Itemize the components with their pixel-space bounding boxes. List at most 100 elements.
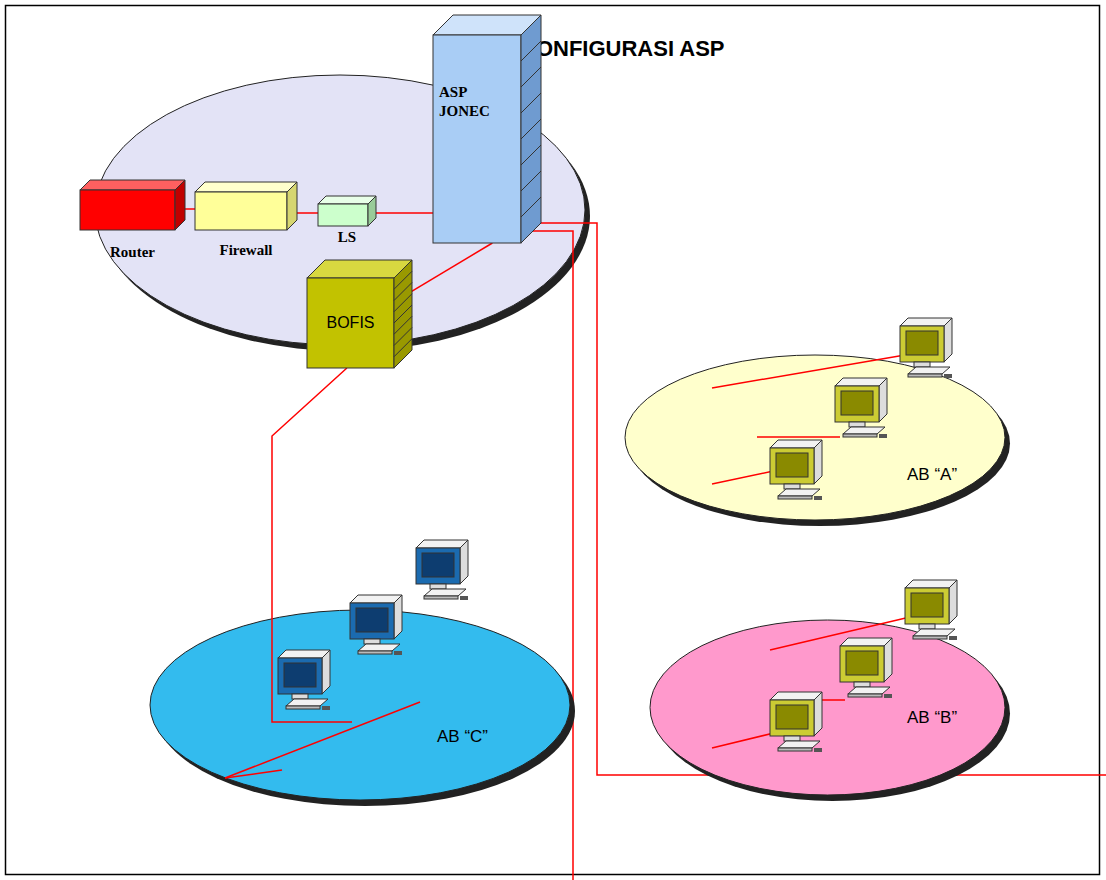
- branch-region-outline: [625, 355, 1005, 520]
- server-slot: [394, 271, 412, 289]
- computer-icon: [770, 440, 822, 500]
- shape-top: [80, 180, 185, 190]
- monitor-side: [879, 378, 887, 422]
- network-link: [185, 208, 195, 210]
- node-label: Router: [110, 244, 155, 261]
- keyboard-edge: [286, 706, 320, 709]
- monitor-front: [350, 603, 394, 639]
- server-slot: [394, 294, 412, 312]
- lan-wire: [225, 702, 420, 778]
- keyboard-edge: [358, 651, 392, 654]
- router-box: Router: [80, 180, 185, 230]
- branch-region-outline: [650, 620, 1005, 795]
- node-label: BOFIS: [307, 278, 394, 368]
- monitor-top: [900, 318, 952, 326]
- monitor-screen: [846, 651, 878, 675]
- mouse: [949, 636, 957, 640]
- keyboard-edge: [778, 748, 812, 751]
- monitor-top: [905, 580, 957, 588]
- mouse: [322, 706, 330, 710]
- shape-front: [433, 35, 521, 243]
- monitor-stand: [919, 624, 935, 629]
- branch-region: AB “C”: [150, 610, 570, 800]
- monitor-side: [394, 595, 402, 639]
- monitor-top: [770, 440, 822, 448]
- server-slot: [521, 67, 541, 87]
- keyboard: [358, 644, 400, 651]
- monitor-stand: [784, 736, 800, 741]
- lan-wire: [225, 770, 282, 778]
- monitor-screen: [906, 331, 938, 355]
- diagram-title: KONFIGURASI ASP: [520, 36, 725, 62]
- monitor-front: [770, 448, 814, 484]
- lan-wire: [712, 470, 778, 484]
- monitor-screen: [356, 608, 388, 632]
- lan-wire: [757, 436, 840, 438]
- keyboard: [848, 687, 890, 694]
- region-fill: [650, 620, 1005, 795]
- shape-side: [394, 260, 412, 368]
- shape-front: [195, 192, 287, 230]
- node-label: ASP JONEC: [439, 83, 513, 121]
- computer-icon: [840, 638, 892, 698]
- keyboard: [286, 699, 328, 706]
- mouse: [814, 496, 822, 500]
- branch-region-outline: [150, 610, 570, 800]
- server-slot: [394, 339, 412, 357]
- bofis-server: BOFIS: [307, 260, 412, 368]
- lan-wire: [712, 355, 905, 388]
- router-box-outline: [80, 180, 185, 230]
- server-slot: [394, 316, 412, 334]
- server-slot: [394, 283, 412, 301]
- monitor-front: [835, 386, 879, 422]
- region-fill: [625, 355, 1005, 520]
- monitor-stand: [430, 584, 446, 589]
- branch-region: AB “A”BOFIS: [625, 355, 1005, 520]
- asp-server-outline: [433, 15, 541, 243]
- computer-icon: [770, 692, 822, 752]
- keyboard-edge: [843, 434, 877, 437]
- computer-icon: [350, 595, 402, 655]
- mouse: [394, 651, 402, 655]
- branch-region: AB “B”BOFIS: [650, 620, 1005, 795]
- network-link: [376, 212, 433, 214]
- mouse: [814, 748, 822, 752]
- monitor-screen: [776, 453, 808, 477]
- computer-icon: [900, 318, 952, 378]
- ls-box: LS: [318, 196, 376, 226]
- mouse: [944, 374, 952, 378]
- keyboard: [908, 367, 950, 374]
- computer-icon: [905, 580, 957, 640]
- monitor-screen: [911, 593, 943, 617]
- keyboard-edge: [913, 636, 947, 639]
- shape-side: [368, 196, 376, 226]
- keyboard-edge: [848, 694, 882, 697]
- ls-box-outline: [318, 196, 376, 226]
- server-slot: [521, 171, 541, 191]
- node-label: Firewall: [219, 242, 272, 259]
- monitor-screen: [776, 705, 808, 729]
- frame: [6, 6, 1100, 875]
- monitor-screen: [284, 663, 316, 687]
- monitor-side: [814, 692, 822, 736]
- keyboard-edge: [424, 596, 458, 599]
- monitor-side: [884, 638, 892, 682]
- lan-wire: [272, 610, 352, 722]
- node-label: AB “C”: [437, 727, 488, 747]
- server-slot: [394, 328, 412, 346]
- monitor-side: [949, 580, 957, 624]
- node-label: LS: [338, 229, 356, 246]
- server-slot: [521, 145, 541, 165]
- keyboard: [913, 629, 955, 636]
- network-link: [410, 243, 492, 292]
- mouse: [460, 596, 468, 600]
- node-label: AB “A”: [907, 465, 957, 485]
- server-slot: [521, 197, 541, 217]
- keyboard-edge: [778, 496, 812, 499]
- monitor-side: [814, 440, 822, 484]
- monitor-top: [350, 595, 402, 603]
- server-slot: [521, 93, 541, 113]
- monitor-front: [278, 658, 322, 694]
- monitor-front: [900, 326, 944, 362]
- monitor-top: [770, 692, 822, 700]
